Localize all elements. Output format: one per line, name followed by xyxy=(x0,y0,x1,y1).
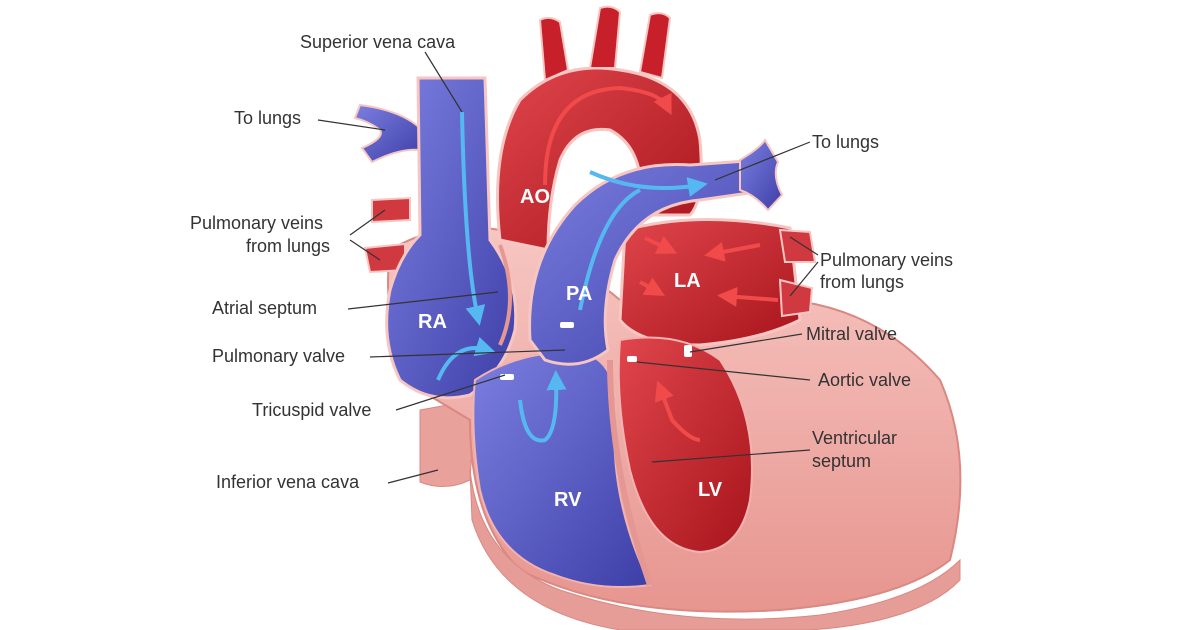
leader-atrial-septum xyxy=(347,291,499,310)
flow-arrow-to-lungs-right xyxy=(589,170,708,197)
ventricular-septum xyxy=(607,359,653,586)
chamber-label-rv: RV xyxy=(554,489,582,511)
pulmonary-artery-right-branch xyxy=(739,138,784,212)
label-to-lungs-left: To lungs xyxy=(234,108,301,128)
label-pulmonary-veins-right-1: Pulmonary veins xyxy=(820,250,953,270)
chamber-label-pa: PA xyxy=(566,283,592,305)
pulmonary-vein-right-lower xyxy=(778,278,814,318)
aortic-valve xyxy=(627,356,637,362)
flow-arrow-ra-rv xyxy=(436,336,496,381)
left-ventricle xyxy=(617,336,753,554)
tricuspid-valve xyxy=(500,374,514,380)
flow-arrow-svc xyxy=(460,111,486,326)
pulmonary-valve xyxy=(560,322,574,328)
leader-tricuspid-valve xyxy=(395,374,506,411)
label-mitral-valve: Mitral valve xyxy=(806,324,897,344)
leader-mitral-valve xyxy=(689,333,803,353)
leader-inferior-vena-cava xyxy=(387,469,439,484)
label-tricuspid-valve: Tricuspid valve xyxy=(252,400,371,420)
label-ventricular-septum-1: Ventricular xyxy=(812,428,897,448)
aortic-branch-2 xyxy=(588,5,622,69)
aortic-branch-1 xyxy=(538,16,570,82)
pulmonary-vein-right-upper xyxy=(778,228,817,263)
flow-arrow-pa-up xyxy=(578,188,641,311)
label-superior-vena-cava: Superior vena cava xyxy=(300,32,456,52)
leader-pulmonary-valve xyxy=(369,349,566,358)
leader-pulmonary-veins-left xyxy=(349,209,386,261)
leader-to-lungs-right xyxy=(714,141,811,181)
flow-arrow-la-in-3 xyxy=(644,235,678,254)
label-pulmonary-veins-left-2: from lungs xyxy=(246,236,330,256)
label-atrial-septum: Atrial septum xyxy=(212,298,317,318)
label-aortic-valve: Aortic valve xyxy=(818,370,911,390)
chamber-label-ra: RA xyxy=(418,311,447,333)
heart-base-rim xyxy=(469,469,961,630)
leader-superior-vena-cava xyxy=(424,51,463,113)
flow-arrow-rv-loop xyxy=(518,370,567,443)
flow-arrow-lv-up xyxy=(654,380,701,442)
flow-arrow-la-in-4 xyxy=(639,277,665,296)
label-ventricular-septum-2: septum xyxy=(812,451,871,471)
label-pulmonary-veins-left-1: Pulmonary veins xyxy=(190,213,323,233)
atrial-septum xyxy=(498,244,512,346)
label-pulmonary-veins-right-2: from lungs xyxy=(820,272,904,292)
flow-arrow-la-in-1 xyxy=(704,241,761,262)
flow-arrow-aorta xyxy=(543,85,672,186)
leader-to-lungs-left xyxy=(317,119,386,131)
aortic-branch-3 xyxy=(638,12,672,80)
label-to-lungs-right: To lungs xyxy=(812,132,879,152)
flow-arrow-la-in-2 xyxy=(717,286,779,307)
pulmonary-vein-left-upper xyxy=(371,196,411,224)
label-pulmonary-valve: Pulmonary valve xyxy=(212,346,345,366)
leader-pulmonary-veins-right xyxy=(789,236,819,297)
leader-aortic-valve xyxy=(636,361,811,381)
chamber-label-ao: AO xyxy=(520,186,550,208)
label-inferior-vena-cava: Inferior vena cava xyxy=(216,472,360,492)
mitral-valve xyxy=(684,345,692,357)
leader-ventricular-septum xyxy=(651,449,811,463)
pulmonary-artery-trunk xyxy=(528,158,772,366)
chamber-label-lv: LV xyxy=(698,479,723,501)
pulmonary-artery-left-branch xyxy=(353,103,421,164)
chamber-label-la: LA xyxy=(674,270,701,292)
